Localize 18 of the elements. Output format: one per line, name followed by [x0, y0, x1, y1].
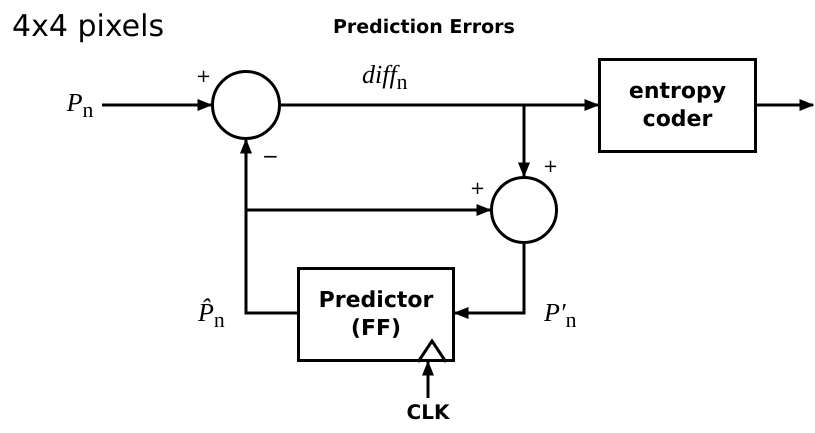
input-note: 4x4 pixels	[12, 12, 164, 42]
clock-signal-label: CLK	[406, 400, 450, 424]
coder-block: entropy coder	[598, 58, 757, 153]
arrow	[244, 204, 492, 314]
sign-label: +	[543, 158, 558, 176]
sign-label: −	[262, 146, 279, 166]
sign-label: +	[470, 180, 486, 198]
predictor-block: Predictor (FF)	[297, 267, 455, 362]
arrow	[281, 104, 530, 178]
arrow	[454, 244, 526, 319]
arrow	[102, 99, 212, 111]
arrow	[757, 99, 814, 111]
summing-junction-circle	[211, 70, 281, 140]
arrow	[422, 360, 434, 398]
sign-label: +	[196, 68, 212, 86]
summing-junction-circle	[490, 176, 558, 244]
signal-label: P$_{n}$	[66, 88, 94, 124]
diagram-title: Prediction Errors	[333, 16, 515, 38]
